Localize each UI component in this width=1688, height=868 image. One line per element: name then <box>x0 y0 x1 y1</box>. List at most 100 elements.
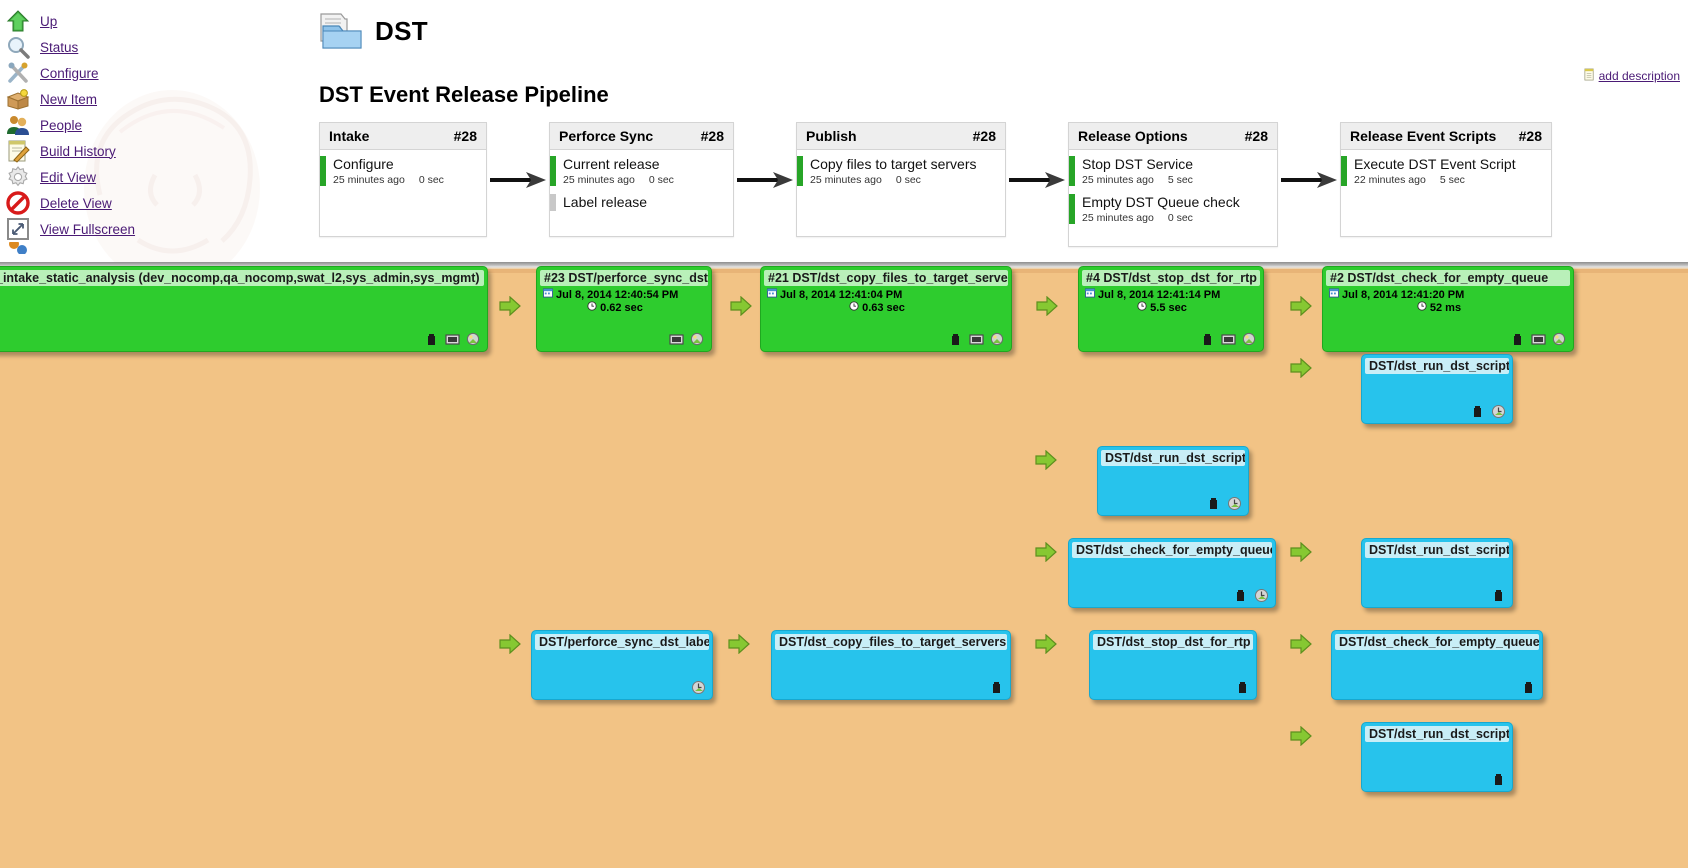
sidebar-link-delete-view[interactable]: Delete View <box>40 195 112 211</box>
console-icon[interactable] <box>1221 332 1236 347</box>
job-name: Label release <box>563 194 648 210</box>
stage-job[interactable]: Execute DST Event Script 22 minutes ago … <box>1341 154 1551 190</box>
trash-icon[interactable] <box>1233 588 1248 603</box>
graph-node-label: DST/dst_run_dst_script <box>1365 726 1509 742</box>
build-pipeline-graph[interactable]: _intake_static_analysis (dev_nocomp,qa_n… <box>0 262 1688 868</box>
graph-node[interactable]: #4 DST/dst_stop_dst_for_rtp Jul 8, 2014 … <box>1078 266 1264 352</box>
graph-node-icons[interactable] <box>1470 404 1506 419</box>
sidebar-link-view-fullscreen[interactable]: View Fullscreen <box>40 221 136 237</box>
graph-node-icons[interactable] <box>1206 496 1242 511</box>
trash-icon[interactable] <box>1521 680 1536 695</box>
graph-node[interactable]: DST/dst_run_dst_script <box>1361 538 1513 608</box>
graph-node[interactable]: DST/dst_run_dst_script <box>1361 722 1513 792</box>
stage-build-number: #28 <box>453 128 477 144</box>
stage-job[interactable]: Current release 25 minutes ago 0 sec <box>550 154 733 190</box>
sidebar: Up Status Configure <box>0 0 300 262</box>
search-job-icon[interactable] <box>466 332 481 347</box>
trash-icon[interactable] <box>989 680 1004 695</box>
calendar-icon <box>1085 288 1095 301</box>
sidebar-item-new-item[interactable]: New Item <box>6 86 300 112</box>
stage-release-options[interactable]: Release Options #28 Stop DST Service 25 … <box>1068 122 1278 247</box>
up-arrow-icon <box>6 9 30 33</box>
graph-node[interactable]: DST/dst_check_for_empty_queue <box>1331 630 1543 700</box>
schedule-icon[interactable] <box>1491 404 1506 419</box>
graph-node-icons[interactable] <box>691 680 706 695</box>
graph-arrow-icon <box>1290 634 1312 654</box>
trash-icon[interactable] <box>1491 772 1506 787</box>
add-description[interactable]: add description <box>1583 68 1680 84</box>
sidebar-item-status[interactable]: Status <box>6 34 300 60</box>
search-job-icon[interactable] <box>690 332 705 347</box>
graph-node[interactable]: DST/dst_stop_dst_for_rtp <box>1089 630 1257 700</box>
stage-publish[interactable]: Publish #28 Copy files to target servers… <box>796 122 1006 237</box>
graph-node[interactable]: #21 DST/dst_copy_files_to_target_servers… <box>760 266 1012 352</box>
sidebar-link-people[interactable]: People <box>40 117 83 133</box>
sidebar-item-configure[interactable]: Configure <box>6 60 300 86</box>
graph-node-label: DST/dst_check_for_empty_queue <box>1335 634 1539 650</box>
sidebar-link-status[interactable]: Status <box>40 39 79 55</box>
search-job-icon[interactable] <box>990 332 1005 347</box>
graph-node[interactable]: DST/perforce_sync_dst_label <box>531 630 713 700</box>
trash-icon[interactable] <box>424 332 439 347</box>
sidebar-link-up[interactable]: Up <box>40 13 58 29</box>
stage-job[interactable]: Configure 25 minutes ago 0 sec <box>320 154 486 190</box>
sidebar-link-configure[interactable]: Configure <box>40 65 99 81</box>
console-icon[interactable] <box>969 332 984 347</box>
sidebar-link-edit-view[interactable]: Edit View <box>40 169 97 185</box>
sidebar-item-up[interactable]: Up <box>6 8 300 34</box>
sidebar-item-build-history[interactable]: Build History <box>6 138 300 164</box>
sidebar-link-build-history[interactable]: Build History <box>40 143 116 159</box>
trash-icon[interactable] <box>1470 404 1485 419</box>
sidebar-item-view-fullscreen[interactable]: View Fullscreen <box>6 216 300 242</box>
graph-node[interactable]: DST/dst_run_dst_script <box>1361 354 1513 424</box>
schedule-icon[interactable] <box>1227 496 1242 511</box>
trash-icon[interactable] <box>1235 680 1250 695</box>
graph-node-icons[interactable] <box>989 680 1004 695</box>
trash-icon[interactable] <box>1200 332 1215 347</box>
trash-icon[interactable] <box>1510 332 1525 347</box>
stage-job[interactable]: Empty DST Queue check 25 minutes ago 0 s… <box>1069 192 1277 228</box>
folder-icon <box>317 10 365 52</box>
graph-node-icons[interactable] <box>1235 680 1250 695</box>
fullscreen-arrows-icon <box>6 217 30 241</box>
stage-job[interactable]: Label release <box>550 192 733 215</box>
graph-node-icons[interactable] <box>1521 680 1536 695</box>
graph-node[interactable]: #23 DST/perforce_sync_dst Jul 8, 2014 12… <box>536 266 712 352</box>
sidebar-item-edit-view[interactable]: Edit View <box>6 164 300 190</box>
graph-node[interactable]: DST/dst_run_dst_script <box>1097 446 1249 516</box>
graph-node-icons[interactable] <box>1510 332 1567 347</box>
job-status-bar <box>550 194 556 211</box>
sidebar-link-new-item[interactable]: New Item <box>40 91 98 107</box>
schedule-icon[interactable] <box>691 680 706 695</box>
graph-node[interactable]: DST/dst_check_for_empty_queue <box>1068 538 1276 608</box>
graph-arrow-icon <box>1290 358 1312 378</box>
trash-icon[interactable] <box>1206 496 1221 511</box>
graph-node[interactable]: #2 DST/dst_check_for_empty_queue Jul 8, … <box>1322 266 1574 352</box>
console-icon[interactable] <box>1531 332 1546 347</box>
graph-node-icons[interactable] <box>424 332 481 347</box>
sidebar-item-partial[interactable] <box>6 242 300 254</box>
graph-node-icons[interactable] <box>669 332 705 347</box>
sidebar-item-delete-view[interactable]: Delete View <box>6 190 300 216</box>
graph-node-icons[interactable] <box>948 332 1005 347</box>
console-icon[interactable] <box>445 332 460 347</box>
stage-intake[interactable]: Intake #28 Configure 25 minutes ago 0 se… <box>319 122 487 237</box>
trash-icon[interactable] <box>948 332 963 347</box>
search-job-icon[interactable] <box>1552 332 1567 347</box>
graph-node[interactable]: _intake_static_analysis (dev_nocomp,qa_n… <box>0 266 488 352</box>
console-icon[interactable] <box>669 332 684 347</box>
graph-node-icons[interactable] <box>1200 332 1257 347</box>
trash-icon[interactable] <box>1491 588 1506 603</box>
add-description-link[interactable]: add description <box>1598 69 1680 83</box>
graph-node-icons[interactable] <box>1233 588 1269 603</box>
sidebar-item-people[interactable]: People <box>6 112 300 138</box>
schedule-icon[interactable] <box>1254 588 1269 603</box>
stage-perforce-sync[interactable]: Perforce Sync #28 Current release 25 min… <box>549 122 734 237</box>
stage-job[interactable]: Copy files to target servers 25 minutes … <box>797 154 1005 190</box>
graph-node-icons[interactable] <box>1491 772 1506 787</box>
graph-node-icons[interactable] <box>1491 588 1506 603</box>
search-job-icon[interactable] <box>1242 332 1257 347</box>
stage-job[interactable]: Stop DST Service 25 minutes ago 5 sec <box>1069 154 1277 190</box>
stage-release-event-scripts[interactable]: Release Event Scripts #28 Execute DST Ev… <box>1340 122 1552 237</box>
graph-node[interactable]: DST/dst_copy_files_to_target_servers <box>771 630 1011 700</box>
